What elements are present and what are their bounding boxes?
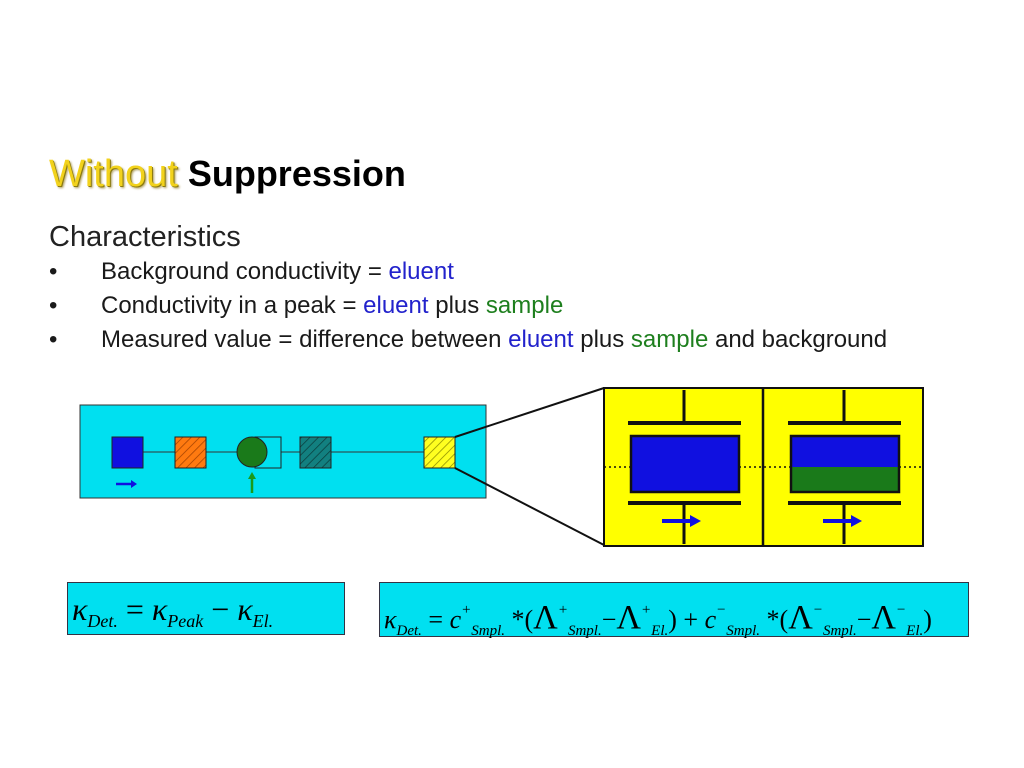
superscript-plus: + [461, 602, 472, 618]
equals-sign: = [421, 605, 450, 634]
close-paren: ) [668, 605, 677, 634]
subscript-el: El. [906, 623, 924, 639]
minus-sign: − [601, 605, 617, 634]
bullet-dot: • [49, 326, 58, 353]
eluent-fill [629, 434, 741, 494]
pump [174, 436, 207, 469]
times-open: *( [505, 605, 534, 634]
subheading: Characteristics [49, 221, 241, 253]
minus-sign: − [856, 605, 872, 634]
subscript-smpl: Smpl. [471, 623, 505, 639]
bullet-text: Conductivity in a peak = [101, 292, 364, 319]
flow-arrow-icon [662, 515, 701, 527]
injection-valve [236, 436, 268, 468]
zoom-line-bottom [454, 467, 605, 546]
close-paren: ) [923, 605, 932, 634]
times-open: *( [760, 605, 789, 634]
subscript-el: El. [252, 611, 274, 631]
lambda-symbol: Λ [788, 599, 813, 636]
superscript-minus: − [716, 602, 727, 618]
subscript-det: Det. [87, 611, 118, 631]
superscript-plus: + [641, 602, 652, 618]
equals-sign: = [117, 591, 152, 627]
bullet-text: plus [573, 326, 631, 353]
kappa-symbol: κ [72, 591, 88, 627]
bullet-list: • Background conductivity = eluent • Con… [49, 255, 949, 357]
title-word-suppression: Suppression [187, 153, 406, 194]
bullet-item: • Conductivity in a peak = eluent plus s… [49, 289, 949, 323]
peak-cell [788, 390, 901, 544]
superscript-minus: − [812, 602, 823, 618]
subscript-peak: Peak [167, 611, 204, 631]
bullet-item: • Measured value = difference between el… [49, 323, 949, 357]
background-cell [628, 390, 741, 544]
bullet-item: • Background conductivity = eluent [49, 255, 949, 289]
lambda-symbol: Λ [616, 599, 642, 636]
subscript-det: Det. [396, 623, 422, 639]
minus-sign: − [203, 591, 238, 627]
formula-detector-signal: κDet. = κPeak − κEl. [67, 582, 345, 635]
subscript-smpl: Smpl. [822, 623, 857, 639]
superscript-minus: − [896, 602, 907, 618]
lambda-symbol: Λ [533, 599, 558, 636]
superscript-plus: + [557, 602, 568, 618]
bullet-dot: • [49, 258, 58, 285]
subscript-smpl: Smpl. [567, 623, 602, 639]
concentration-symbol: c [704, 605, 717, 634]
plus-operator: + [676, 605, 705, 634]
zoom-line-top [454, 387, 605, 438]
eluent-fill [791, 436, 899, 467]
bullet-text: and background [708, 326, 888, 353]
bullet-text: plus [428, 292, 486, 319]
separation-column [299, 436, 332, 469]
eluent-reservoir [111, 436, 144, 469]
eluent-flow-arrow-icon [116, 480, 137, 488]
kappa-symbol: κ [384, 605, 397, 634]
sample-fill [791, 467, 899, 492]
eluent-word: eluent [508, 326, 574, 353]
eluent-word: eluent [363, 292, 429, 319]
eluent-word: eluent [388, 258, 454, 285]
subscript-smpl: Smpl. [726, 623, 761, 639]
flow-arrow-icon [823, 515, 862, 527]
kappa-symbol: κ [151, 591, 168, 627]
sample-word: sample [630, 326, 709, 353]
bullet-dot: • [49, 292, 58, 319]
formula-equivalent-conductance: κDet. = c+Smpl. *(Λ+Smpl.−Λ+El.) + c−Smp… [379, 582, 969, 639]
sample-word: sample [485, 292, 564, 319]
concentration-symbol: c [449, 605, 462, 634]
conductivity-detector [423, 436, 456, 469]
kappa-symbol: κ [237, 591, 253, 627]
lambda-symbol: Λ [871, 599, 897, 636]
bullet-text: Background conductivity = [101, 258, 389, 285]
bullet-text: Measured value = difference between [101, 326, 509, 353]
sample-inject-arrow-icon [248, 472, 256, 493]
title-word-without: Without [49, 153, 178, 195]
subscript-el: El. [651, 623, 669, 639]
